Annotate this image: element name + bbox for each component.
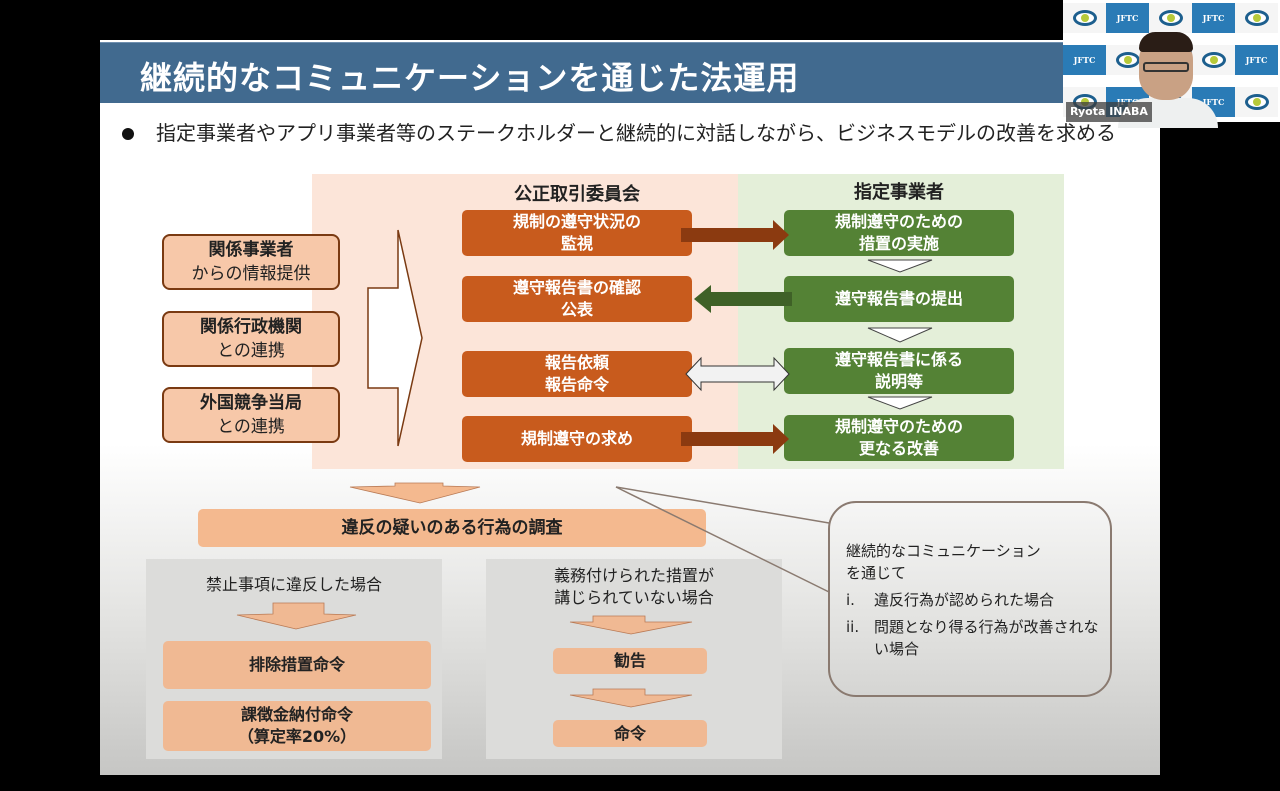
- cease-desist-order-box: 排除措置命令: [163, 641, 431, 689]
- prohibited-case-title: 禁止事項に違反した場合: [205, 575, 382, 594]
- backdrop-logo-icon: [1192, 45, 1235, 75]
- box-line: 遵守報告書の確認: [512, 278, 641, 297]
- backdrop-label: JFTC: [1192, 3, 1235, 33]
- source-box-text: との連携: [217, 341, 285, 361]
- slide-title: 継続的なコミュニケーションを通じた法運用: [140, 59, 800, 97]
- callout-item-text: 違反行為が認められた場合: [874, 591, 1055, 609]
- source-box-businesses: 関係事業者 からの情報提供: [162, 234, 340, 290]
- box-line: 公表: [560, 300, 593, 319]
- participant-hair: [1139, 32, 1193, 52]
- source-box-foreign-authorities: 外国競争当局 との連携: [162, 387, 340, 443]
- callout-intro: を通じて: [846, 564, 907, 582]
- box-line: 報告命令: [544, 375, 609, 394]
- designated-column-header: 指定事業者: [854, 182, 944, 203]
- backdrop-label: JFTC: [1106, 3, 1149, 33]
- source-box-bold: 関係事業者: [208, 240, 294, 260]
- box-line: 課徴金納付命令: [240, 705, 353, 724]
- bullet-text: 指定事業者やアプリ事業者等のステークホルダーと継続的に対話しながら、ビジネスモデ…: [156, 121, 1116, 145]
- arrow-down-icon: [349, 482, 481, 504]
- title-bar: 継続的なコミュニケーションを通じた法運用: [100, 42, 1160, 103]
- backdrop-logo-icon: [1235, 87, 1278, 117]
- presentation-slide: 継続的なコミュニケーションを通じた法運用 指定事業者やアプリ事業者等のステークホ…: [100, 40, 1160, 775]
- designated-box-report-submission: 遵守報告書の提出: [784, 276, 1014, 322]
- case-title-line: 義務付けられた措置が: [553, 566, 714, 585]
- jftc-box-report-request: 報告依頼 報告命令: [462, 351, 692, 397]
- box-line: 勧告: [613, 651, 646, 670]
- backdrop-logo-icon: [1235, 3, 1278, 33]
- callout-bubble: [828, 501, 1112, 697]
- source-box-agencies: 関係行政機関 との連携: [162, 311, 340, 367]
- jftc-box-compliance-request: 規制遵守の求め: [462, 416, 692, 462]
- box-line: 排除措置命令: [248, 655, 345, 674]
- jftc-box-report-review: 遵守報告書の確認 公表: [462, 276, 692, 322]
- obligation-case-title: 義務付けられた措置が 講じられていない場合: [486, 565, 782, 609]
- designated-box-measures: 規制遵守のための 措置の実施: [784, 210, 1014, 256]
- box-line: 規制遵守の求め: [520, 429, 633, 448]
- jftc-column-header: 公正取引委員会: [514, 184, 640, 205]
- recommendation-box: 勧告: [553, 648, 707, 674]
- surcharge-order-box: 課徴金納付命令 （算定率20%）: [163, 701, 431, 751]
- designated-box-improvement: 規制遵守のための 更なる改善: [784, 415, 1014, 461]
- order-box: 命令: [553, 720, 707, 747]
- source-box-bold: 外国競争当局: [200, 393, 302, 413]
- jftc-box-monitoring: 規制の遵守状況の 監視: [462, 210, 692, 256]
- bullet-point: 指定事業者やアプリ事業者等のステークホルダーと継続的に対話しながら、ビジネスモデ…: [122, 120, 1132, 147]
- box-line: 命令: [613, 723, 646, 743]
- source-box-bold: 関係行政機関: [200, 317, 302, 337]
- bullet-dot-icon: [122, 128, 134, 140]
- backdrop-label: JFTC: [1235, 45, 1278, 75]
- callout-item-number: ii.: [846, 618, 860, 636]
- backdrop-logo-icon: [1149, 3, 1192, 33]
- investigation-box: 違反の疑いのある行為の調査: [198, 509, 706, 547]
- callout-item: i. 違反行為が認められた場合: [846, 589, 1106, 611]
- backdrop-label: JFTC: [1063, 45, 1106, 75]
- box-line: 監視: [560, 234, 593, 253]
- box-line: 遵守報告書の提出: [834, 289, 963, 308]
- box-line: 報告依頼: [544, 353, 609, 372]
- callout-item: ii. 問題となり得る行為が改善されない場合: [846, 616, 1106, 660]
- box-line: 更なる改善: [858, 439, 939, 458]
- callout-item-text: 問題となり得る行為が改善されない場合: [874, 618, 1099, 658]
- box-line: 説明等: [874, 372, 923, 391]
- box-line: 規制の遵守状況の: [512, 212, 641, 231]
- callout-item-number: i.: [846, 591, 855, 609]
- callout-text: 継続的なコミュニケーション を通じて i. 違反行為が認められた場合 ii. 問…: [846, 540, 1106, 660]
- source-box-text: からの情報提供: [191, 264, 311, 284]
- designated-box-explanation: 遵守報告書に係る 説明等: [784, 348, 1014, 394]
- backdrop-logo-icon: [1063, 3, 1106, 33]
- box-line: 規制遵守のための: [834, 417, 963, 436]
- case-title-line: 講じられていない場合: [554, 588, 714, 607]
- box-line: 遵守報告書に係る: [834, 350, 963, 369]
- callout-intro: 継続的なコミュニケーション: [846, 542, 1041, 560]
- box-line: 措置の実施: [858, 234, 939, 253]
- source-box-text: との連携: [217, 417, 285, 437]
- box-line: （算定率20%）: [237, 727, 357, 746]
- participant-name-tag: Ryota INABA: [1066, 102, 1152, 122]
- box-line: 規制遵守のための: [834, 212, 963, 231]
- participant-glasses-icon: [1143, 62, 1189, 72]
